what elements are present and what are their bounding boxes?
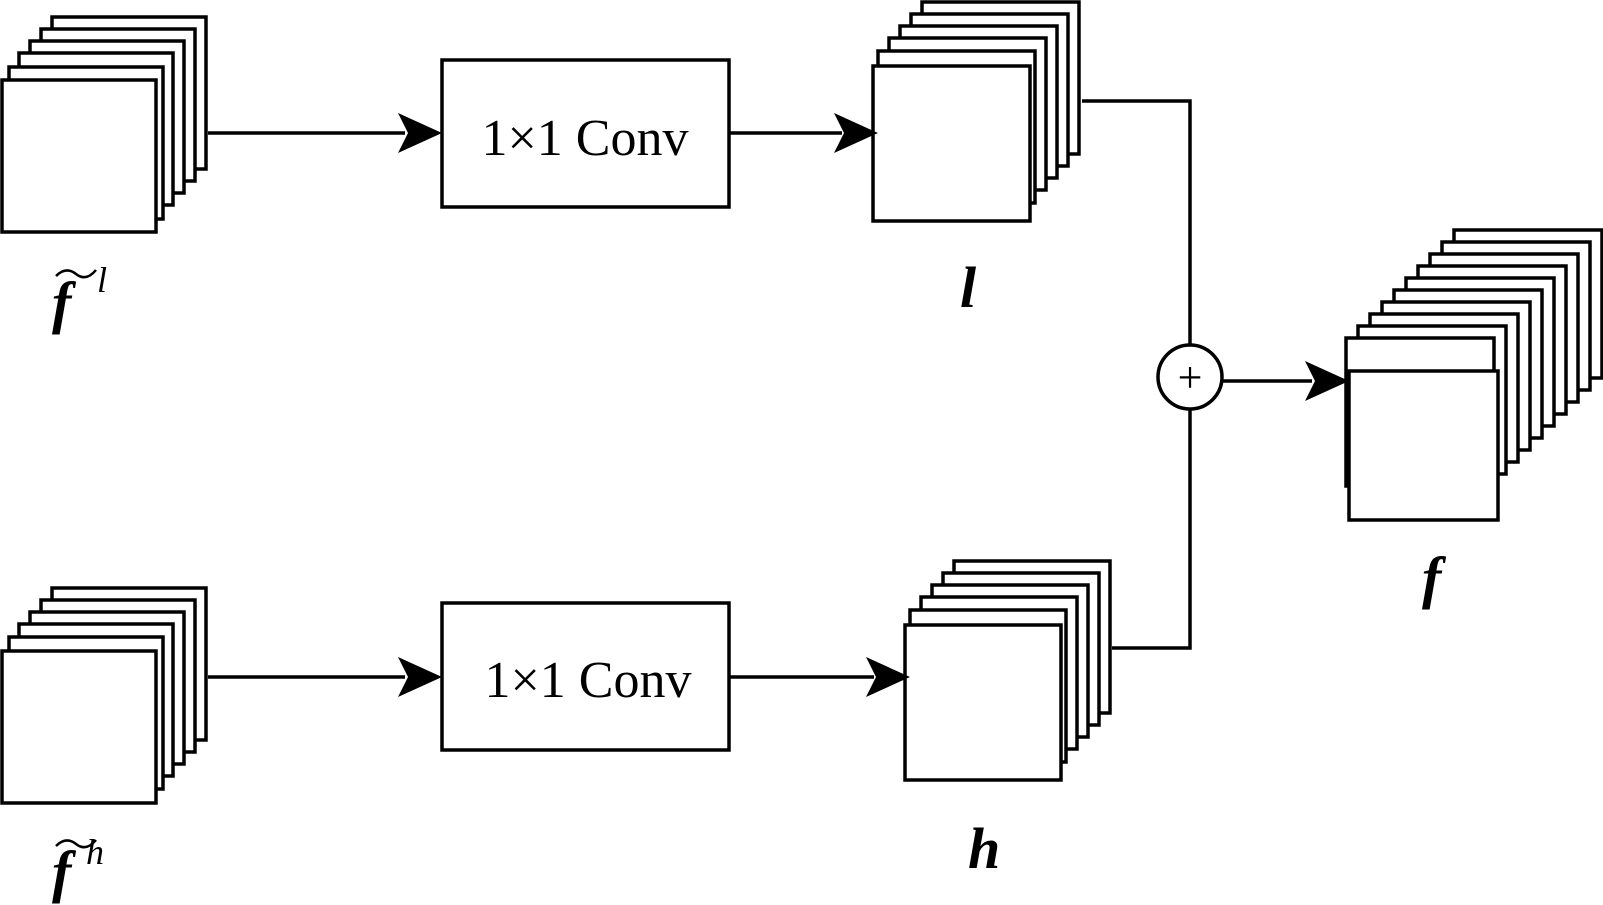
l-feature-stack	[871, 0, 1081, 223]
label-f: f	[1422, 545, 1447, 610]
superscript-h: h	[86, 832, 104, 872]
tilde-icon	[55, 839, 97, 849]
connector-h-to-sum	[1112, 410, 1192, 650]
label-l: l	[960, 255, 977, 320]
arrow-input-high-to-conv	[208, 657, 442, 697]
superscript-l: l	[97, 260, 107, 300]
connector-l-to-sum	[1082, 99, 1192, 344]
label-h: h	[968, 816, 1000, 881]
symbol-f-low: f	[52, 270, 77, 335]
conv-label-bottom: 1×1 Conv	[484, 652, 691, 709]
arrow-input-low-to-conv	[208, 113, 442, 153]
label-f-tilde-l: f l	[52, 260, 107, 335]
arrow-conv-to-h	[730, 657, 910, 697]
f-output-stack	[1344, 228, 1603, 522]
input-stack-low	[0, 15, 208, 234]
conv-box-bottom	[440, 601, 731, 752]
conv-label-top: 1×1 Conv	[481, 110, 688, 167]
label-f-tilde-h: f h	[52, 832, 104, 904]
h-feature-stack	[903, 559, 1112, 782]
sum-node: +	[1156, 343, 1224, 411]
tilde-icon	[55, 269, 97, 279]
arrow-sum-to-f	[1222, 361, 1349, 401]
symbol-f-high: f	[52, 839, 77, 904]
input-stack-high	[0, 586, 208, 805]
arrow-conv-to-l	[730, 113, 878, 153]
plus-icon: +	[1178, 353, 1203, 402]
conv-box-top	[440, 58, 731, 209]
